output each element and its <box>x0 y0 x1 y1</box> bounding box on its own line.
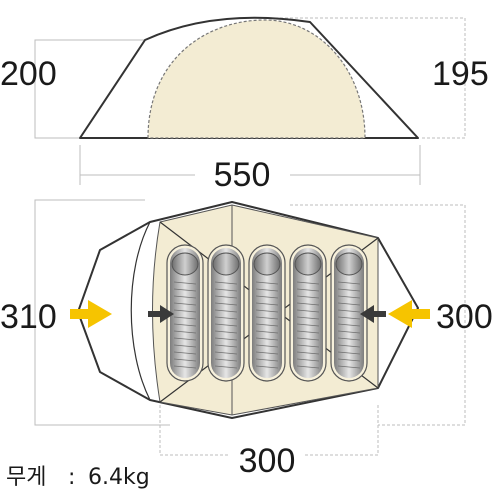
arrow-yellow-left-icon <box>70 300 112 328</box>
weight-separator: : <box>68 465 75 490</box>
side-inner-dome <box>147 19 366 139</box>
length-label: 550 <box>214 156 271 194</box>
inner-length-label: 300 <box>239 442 296 480</box>
arrow-dark-left-icon <box>148 305 174 323</box>
sleeping-bags <box>166 244 368 382</box>
width-left-guide <box>34 199 170 426</box>
arrow-yellow-right-icon <box>388 300 430 328</box>
top-view: 310 300 300 <box>0 199 493 480</box>
width-right-guide <box>290 204 466 426</box>
inner-length-guide <box>159 405 228 456</box>
vestibule-curve <box>130 221 151 401</box>
side-height-right-label: 195 <box>432 55 489 93</box>
width-left-label: 310 <box>0 298 57 336</box>
side-height-right-guide <box>270 17 466 139</box>
weight-info: 무게 : 6.4kg <box>6 465 150 490</box>
sleeping-bag <box>248 244 286 382</box>
arrow-dark-right-icon <box>360 305 386 323</box>
side-height-left-label: 200 <box>0 55 57 93</box>
inner-length-guide-right <box>305 405 379 456</box>
width-right-label: 300 <box>436 298 493 336</box>
sleeping-bag <box>289 244 327 382</box>
side-view: 200 195 <box>0 16 489 139</box>
side-height-left-guide <box>34 39 145 139</box>
sleeping-bag <box>207 244 245 382</box>
weight-value: 6.4kg <box>88 465 150 490</box>
weight-label: 무게 <box>6 465 46 490</box>
sleeping-bag <box>330 244 368 382</box>
length-dimension: 550 <box>79 145 421 194</box>
